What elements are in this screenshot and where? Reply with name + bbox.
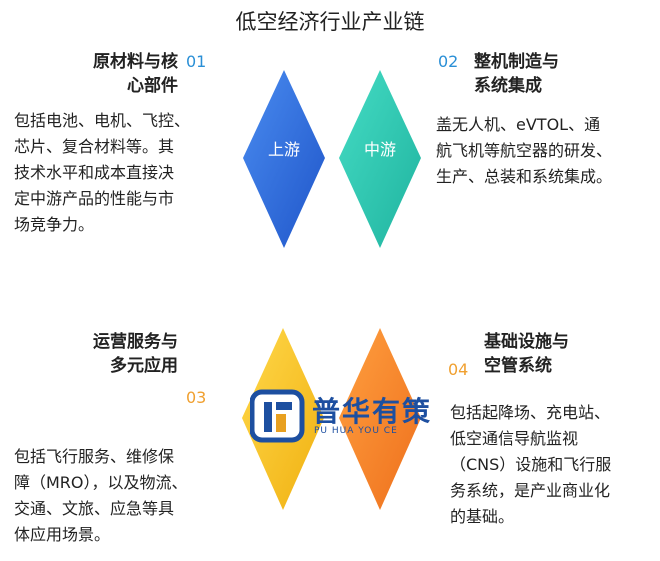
watermark-name: 普华有策 — [312, 395, 433, 428]
services-heading-line2: 多元应用 — [110, 356, 178, 376]
midstream-heading-line2: 系统集成 — [474, 76, 542, 96]
midstream-number: 02 — [438, 52, 459, 71]
midstream-body: 盖无人机、eVTOL、通 航飞机等航空器的研发、 生产、总装和系统集成。 — [436, 115, 613, 186]
upstream-number: 01 — [186, 52, 207, 71]
upstream-body: 包括电池、电机、飞控、 芯片、复合材料等。其 技术水平和成本直接决 定中游产品的… — [14, 111, 191, 234]
midstream-label: 中游 — [363, 140, 396, 159]
upstream-diamond — [243, 70, 325, 248]
infrastructure-body: 包括起降场、充电站、 低空通信导航监视 （CNS）设施和飞行服 务系统，是产业商… — [450, 403, 612, 526]
infrastructure-heading-line1: 基础设施与 — [484, 332, 569, 352]
watermark-logo: 普华有策 PU HUA YOU CE — [250, 388, 440, 444]
services-number: 03 — [186, 388, 207, 407]
page-title: 低空经济行业产业链 — [235, 10, 425, 34]
midstream-heading-line1: 整机制造与 — [474, 52, 559, 72]
logo-icon — [250, 389, 305, 443]
infrastructure-diamond — [339, 328, 421, 510]
upstream-heading-line2: 心部件 — [127, 76, 178, 96]
services-body: 包括飞行服务、维修保 障（MRO），以及物流、 交通、文旅、应急等具 体应用场景… — [14, 447, 188, 544]
infrastructure-number: 04 — [448, 360, 469, 379]
upstream-heading-line1: 原材料与核 — [93, 52, 178, 72]
services-heading-line1: 运营服务与 — [93, 332, 178, 352]
watermark-sub: PU HUA YOU CE — [314, 426, 398, 436]
upstream-label: 上游 — [267, 140, 300, 159]
infrastructure-heading-line2: 空管系统 — [484, 356, 552, 376]
midstream-diamond — [339, 70, 421, 248]
